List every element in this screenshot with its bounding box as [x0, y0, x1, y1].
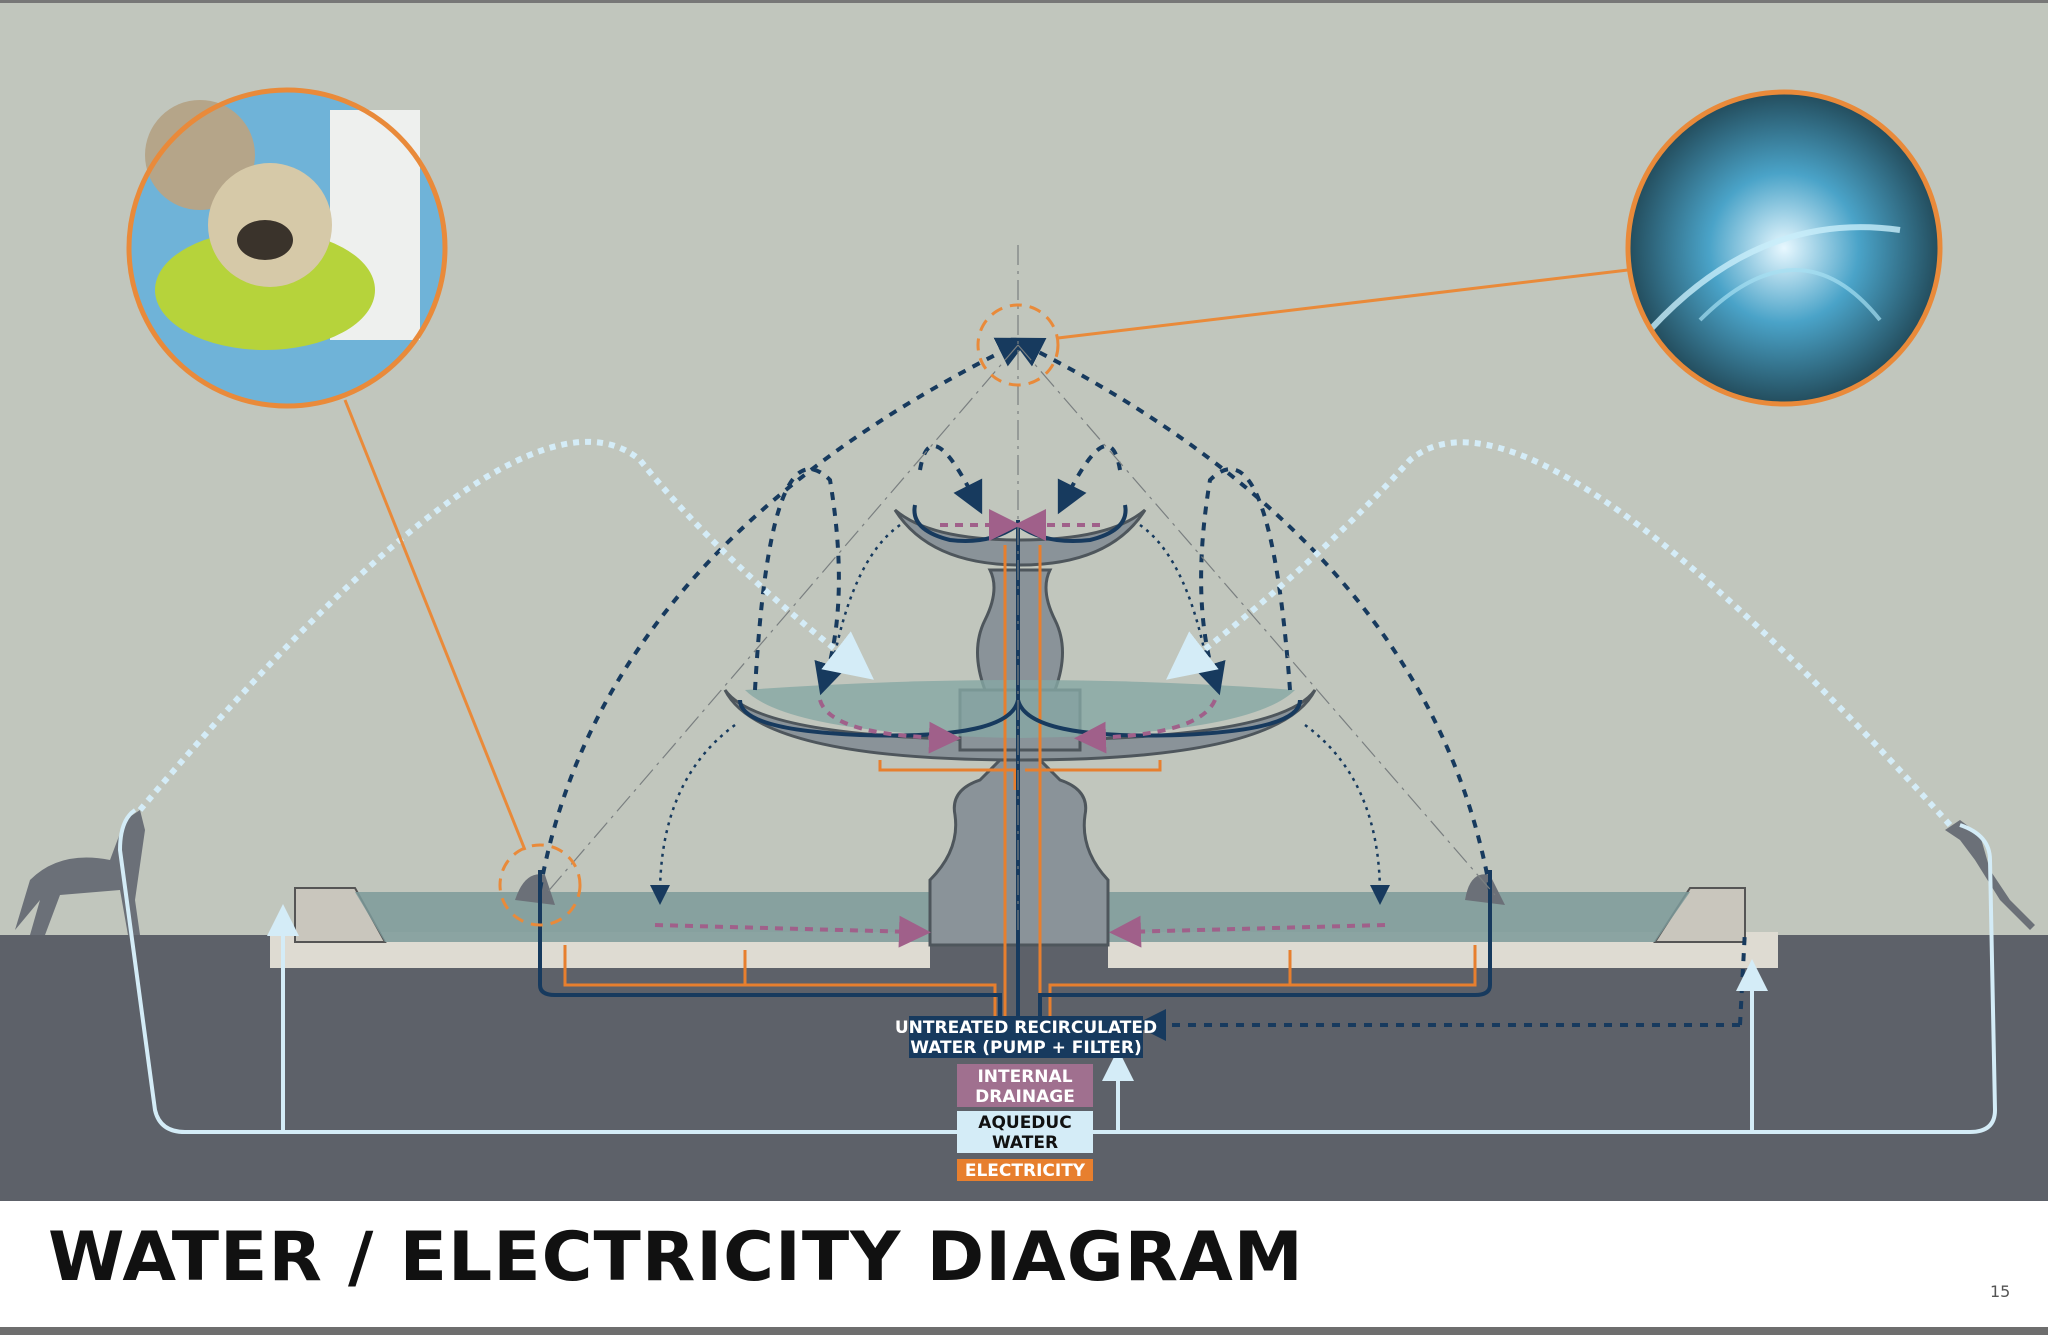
- callout-marker-left: [498, 843, 582, 927]
- electricity-lines: [563, 545, 1477, 1016]
- aqueduc-spray: [137, 438, 1953, 828]
- legend-aqueduc-label-2: WATER: [992, 1133, 1058, 1153]
- legend: UNTREATED RECIRCULATED WATER (PUMP + FIL…: [895, 1016, 1157, 1181]
- photo-dogs-swimming: [126, 87, 448, 409]
- recirculated-water-lines: [538, 504, 1492, 1016]
- legend-untreated-label-1: UNTREATED RECIRCULATED: [895, 1018, 1157, 1038]
- legend-untreated-water: [909, 1016, 1143, 1058]
- callouts: [343, 268, 1629, 927]
- legend-drainage-label-1: INTERNAL: [977, 1067, 1072, 1087]
- spray-arcs: [538, 337, 1747, 1041]
- footer: [0, 1201, 2048, 1327]
- callout-marker-top: [976, 303, 1060, 387]
- drainage-arrows: [654, 509, 1386, 948]
- fountain-basin: [270, 887, 1778, 968]
- photo-water-jet: [1625, 89, 1943, 407]
- greyhound-left-icon: [15, 810, 145, 935]
- page-title: WATER / ELECTRICITY DIAGRAM: [48, 1218, 1304, 1297]
- legend-electricity-label: ELECTRICITY: [965, 1161, 1086, 1181]
- legend-aqueduc-label-1: AQUEDUC: [978, 1113, 1071, 1133]
- legend-aqueduc-water: [957, 1111, 1093, 1153]
- legend-internal-drainage: [957, 1064, 1093, 1107]
- legend-untreated-label-2: WATER (PUMP + FILTER): [910, 1038, 1142, 1058]
- legend-drainage-label-2: DRAINAGE: [975, 1087, 1075, 1107]
- page-number: 15: [1990, 1282, 2011, 1301]
- legend-electricity: [957, 1159, 1093, 1181]
